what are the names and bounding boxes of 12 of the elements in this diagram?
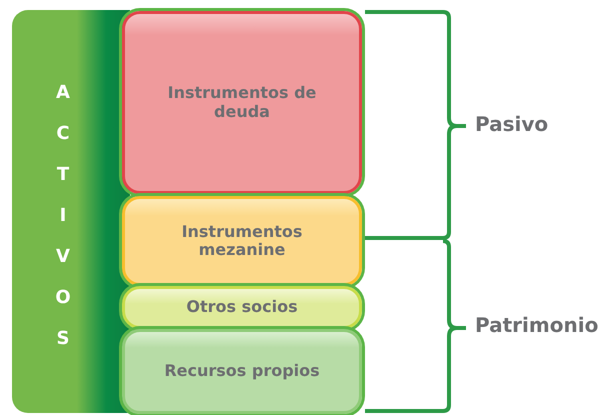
box-label: Instrumentos de deuda bbox=[166, 84, 318, 121]
box-label: Instrumentos mezanine bbox=[180, 222, 304, 260]
vertical-label: ACTIVOS bbox=[54, 81, 72, 351]
bracket-label: Pasivo bbox=[475, 112, 548, 136]
category-box bbox=[122, 329, 362, 414]
category-box bbox=[122, 196, 362, 286]
category-box bbox=[122, 286, 362, 329]
box-label: Recursos propios bbox=[163, 362, 321, 381]
bracket-label: Patrimonio bbox=[475, 313, 598, 337]
side-band bbox=[12, 10, 130, 413]
category-box bbox=[122, 11, 362, 194]
box-label: Otros socios bbox=[185, 298, 299, 317]
